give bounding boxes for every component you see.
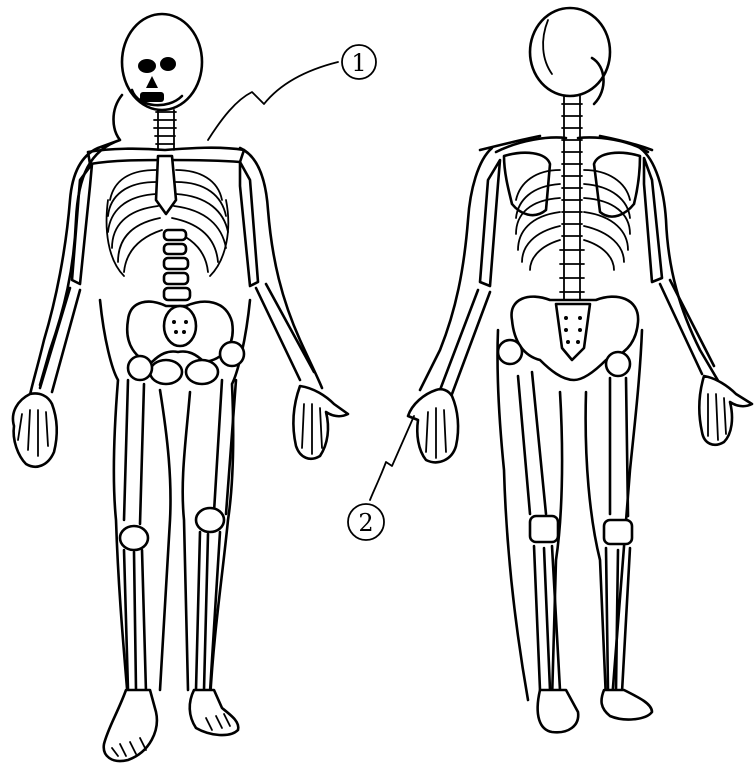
front-right-humerus <box>240 162 258 286</box>
back-left-scapula <box>504 153 550 215</box>
front-left-femur <box>124 380 144 524</box>
back-left-femur <box>518 372 546 514</box>
back-left-humerus <box>480 160 500 286</box>
back-body-outline <box>420 136 720 700</box>
front-left-foot <box>104 690 157 761</box>
back-right-scapula <box>594 153 640 217</box>
callout-1-label: 1 <box>351 49 366 77</box>
back-left-hand <box>408 389 458 462</box>
front-left-forearm <box>40 288 80 392</box>
front-eye-left <box>138 59 156 73</box>
back-right-knee <box>604 520 632 544</box>
back-right-tibia <box>606 548 630 692</box>
front-eye-right <box>160 57 176 71</box>
callout-1-leader <box>208 62 338 140</box>
callout-2-label: 2 <box>358 509 373 537</box>
callout-2-leader <box>370 416 414 500</box>
back-right-femur <box>610 378 628 516</box>
front-skeleton <box>13 14 348 761</box>
back-left-foot <box>538 690 579 732</box>
front-hip-right <box>186 360 218 384</box>
back-spine <box>560 96 584 306</box>
back-skull <box>530 8 610 96</box>
front-cervical-spine <box>154 110 176 150</box>
callout-1: 1 <box>208 45 376 140</box>
front-right-knee <box>196 508 224 532</box>
back-left-forearm <box>440 290 490 394</box>
back-skeleton <box>408 8 752 732</box>
front-hip-left <box>150 360 182 384</box>
front-sternum <box>156 156 176 214</box>
front-lumbar-spine <box>164 230 190 300</box>
front-right-foot <box>190 690 239 735</box>
back-right-foot <box>602 690 652 719</box>
front-left-knee <box>120 526 148 550</box>
back-left-knee <box>530 516 558 542</box>
front-sacrum <box>164 306 196 346</box>
callout-2: 2 <box>348 416 414 540</box>
front-teeth <box>140 92 164 102</box>
front-left-tibia <box>124 550 146 692</box>
